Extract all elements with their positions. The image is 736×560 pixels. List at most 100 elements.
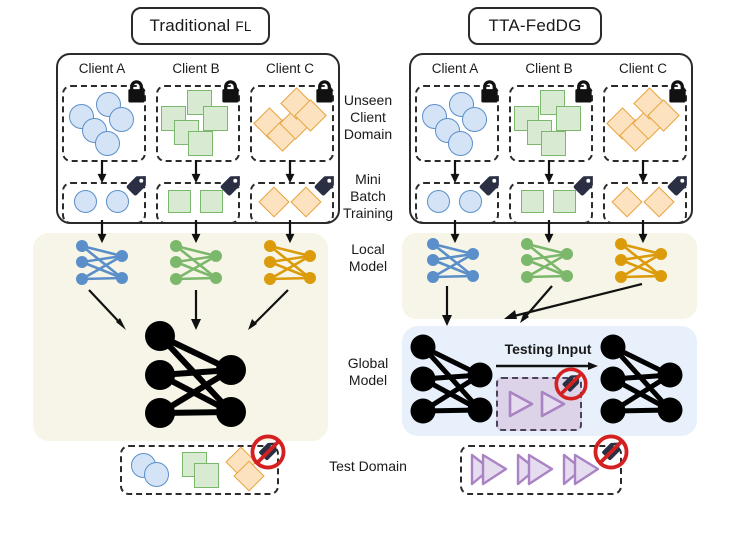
right-local-model-b (521, 238, 573, 283)
left-client-c-batch-box (250, 182, 334, 224)
aggregation-arrow-c (248, 289, 289, 330)
aggregation-arrow-b (191, 290, 201, 330)
right-global-model-after (600, 334, 683, 424)
data-shape-square (194, 463, 219, 488)
right-global-model-before (410, 334, 493, 424)
right-client-a-label: Client A (431, 61, 479, 76)
lock-icon (573, 80, 594, 104)
triangle-pair-icon (470, 453, 508, 486)
tag-icon (126, 176, 146, 196)
label-local-model: Local Model (338, 241, 398, 275)
data-shape-circle (95, 131, 120, 156)
label-line: Global (347, 355, 389, 371)
lock-icon (479, 80, 500, 104)
left-client-a-unseen-box (62, 85, 146, 162)
data-shape-square (188, 131, 213, 156)
data-shape-square (203, 106, 228, 131)
data-shape-square (521, 190, 544, 213)
data-shape-circle (462, 107, 487, 132)
label-line: Training (342, 205, 394, 221)
tag-icon (220, 176, 240, 196)
tag-icon (667, 176, 687, 196)
data-shape-circle (106, 190, 129, 213)
left-test-domain-box (120, 445, 279, 495)
left-global-model (145, 321, 246, 428)
label-mini-batch-training: Mini Batch Training (338, 171, 398, 222)
left-client-c-label: Client C (265, 61, 314, 76)
data-shape-circle (74, 190, 97, 213)
data-shape-square (168, 190, 191, 213)
arrow-icon (284, 160, 296, 184)
left-client-a-batch-box (62, 182, 146, 224)
right-panel-title-text: TTA-FedDG (488, 16, 582, 35)
arrow-icon (96, 160, 108, 184)
right-client-b-unseen-box (509, 85, 593, 162)
right-client-c-unseen-box (603, 85, 687, 162)
left-client-b-label: Client B (172, 61, 220, 76)
no-tag-icon (250, 434, 286, 470)
data-shape-diamond (258, 186, 290, 218)
tag-icon (314, 176, 334, 196)
tag-icon (479, 176, 499, 196)
arrow-icon (449, 160, 461, 184)
testing-input-arrow-icon (496, 362, 598, 370)
triangle-icon (540, 390, 566, 418)
right-client-b-label: Client B (525, 61, 573, 76)
left-client-b-unseen-box (156, 85, 240, 162)
lock-icon (126, 80, 147, 104)
data-shape-circle (459, 190, 482, 213)
label-line: Mini (355, 171, 381, 187)
left-client-c-unseen-box (250, 85, 334, 162)
label-line: Model (348, 258, 388, 274)
label-line: Batch (350, 188, 386, 204)
label-line: Unseen (343, 92, 393, 108)
label-line: Local (351, 241, 385, 257)
triangle-pair-icon (516, 453, 554, 486)
label-test-domain: Test Domain (318, 458, 418, 475)
tag-icon (573, 176, 593, 196)
data-shape-circle (109, 107, 134, 132)
label-line: Client (350, 109, 386, 125)
right-aggregation-arrow-a (442, 286, 452, 326)
testing-input-box (496, 377, 582, 431)
right-local-model-a (427, 238, 479, 283)
left-panel-title-text: Traditional (149, 16, 231, 35)
aggregation-arrow-a (88, 289, 126, 330)
right-client-b-batch-box (509, 182, 593, 224)
arrow-icon (190, 160, 202, 184)
data-shape-square (556, 106, 581, 131)
no-tag-icon (554, 367, 588, 401)
data-shape-diamond (611, 186, 643, 218)
lock-icon (220, 80, 241, 104)
lock-icon (314, 80, 335, 104)
data-shape-square (200, 190, 223, 213)
data-shape-circle (435, 118, 460, 143)
right-client-a-batch-box (415, 182, 499, 224)
left-local-model-c (264, 240, 316, 285)
arrow-icon (637, 160, 649, 184)
data-shape-circle (144, 462, 169, 487)
triangle-icon (508, 390, 534, 418)
testing-input-label: Testing Input (504, 341, 592, 357)
data-shape-square (553, 190, 576, 213)
right-local-model-c (615, 238, 667, 283)
right-client-a-unseen-box (415, 85, 499, 162)
left-local-model-a (76, 240, 128, 285)
triangle-pair-icon (562, 453, 600, 486)
left-local-model-b (170, 240, 222, 285)
arrow-icon (543, 160, 555, 184)
right-test-domain-box (460, 445, 622, 495)
right-client-c-batch-box (603, 182, 687, 224)
left-panel-title-suffix: FL (235, 18, 252, 34)
left-client-b-batch-box (156, 182, 240, 224)
data-shape-square (541, 131, 566, 156)
label-line: Model (348, 372, 388, 388)
data-shape-circle (448, 131, 473, 156)
right-aggregation-arrow-c (504, 282, 643, 319)
no-tag-icon (593, 434, 629, 470)
left-client-a-label: Client A (78, 61, 126, 76)
label-global-model: Global Model (338, 355, 398, 389)
right-client-c-label: Client C (618, 61, 667, 76)
left-panel-title: Traditional FL (131, 7, 270, 45)
